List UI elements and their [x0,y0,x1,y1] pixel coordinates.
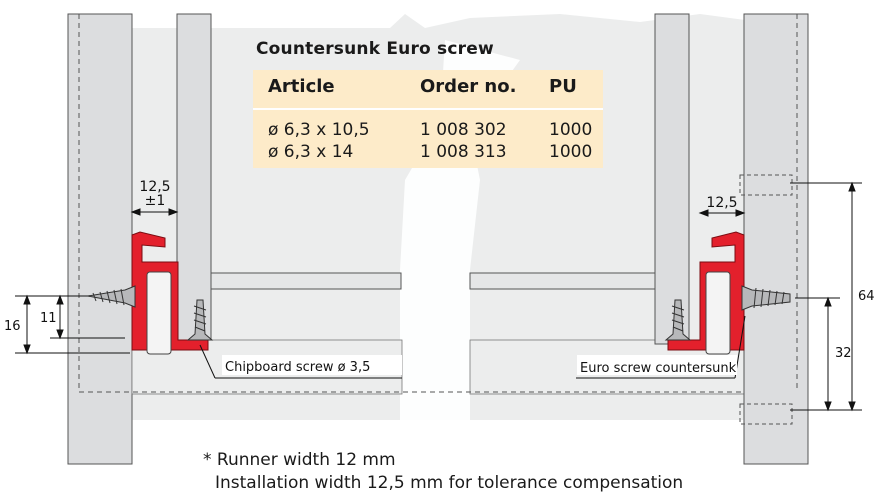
right-drawer-side [654,13,690,345]
column-header-pu: PU [549,76,577,97]
right-chipboard-screw-thread [671,305,685,332]
table-header-divider [253,108,603,110]
dim-11-label: 11 [40,311,57,326]
left-chipboard-screw-thread [193,305,207,332]
height-32-dimension [795,296,840,412]
right-cabinet-side [743,13,809,465]
drawer-bottom-left [210,272,402,290]
chipboard-callout-bg [222,355,402,375]
left-euro-screw-thread [92,288,125,306]
row1-order-no: 1 008 302 [420,120,507,140]
row2-pu: 1000 [549,142,593,162]
right-runner-roller [705,271,731,355]
right-chipboard-screw [664,299,692,341]
row2-article: ø 6,3 x 14 [268,142,354,162]
footnote-installation-width: Installation width 12,5 mm for tolerance… [215,473,684,493]
drawer-back-panel [400,40,520,420]
column-header-order-no: Order no. [420,76,517,97]
chipboard-screw-callout: Chipboard screw ø 3,5 [225,360,370,375]
euro-callout-bg [577,355,737,375]
lower-dowel-hole [739,403,793,425]
dim-16-label: 16 [4,319,21,334]
left-runner-roller [146,271,172,355]
euro-screw-callout: Euro screw countersunk [580,361,737,376]
left-chipboard-screw [186,299,214,341]
row1-pu: 1000 [549,120,593,140]
right-euro-screw-thread [753,287,785,309]
column-header-article: Article [268,76,335,97]
chipboard-screw-leader [199,344,402,379]
left-gap-dimension [130,208,179,216]
dim-64-label: 64 [858,289,875,304]
product-table-panel [253,70,603,168]
height-64-dimension [790,181,862,412]
footnote-runner-width: * Runner width 12 mm [203,450,396,470]
left-drawer-side [176,13,212,345]
drawer-bottom-right [469,272,662,290]
left-gap-tolerance: ±1 [145,193,166,209]
right-gap-dimension [698,209,746,217]
left-cabinet-side [67,13,133,465]
dim-32-label: 32 [835,346,852,361]
right-gap-value: 12,5 [706,195,737,211]
height-16-dimension [15,294,130,355]
upper-dowel-hole [739,174,793,196]
left-gap-value: 12,5 [139,179,170,195]
table-title: Countersunk Euro screw [256,39,494,59]
row1-article: ø 6,3 x 10,5 [268,120,370,140]
height-11-dimension [50,294,125,340]
row2-order-no: 1 008 313 [420,142,507,162]
